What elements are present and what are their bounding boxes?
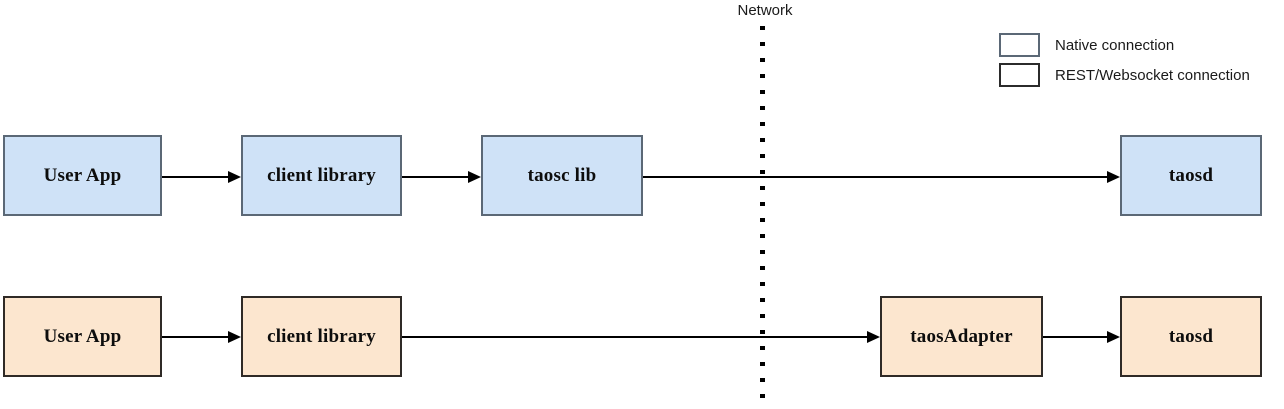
native-swatch [999,33,1040,57]
connector-client-library-to-taosadapter [402,336,867,338]
node-user-app-rest: User App [3,296,162,377]
arrowhead-client-library-native [228,171,241,183]
arrowhead-taosd-native [1107,171,1120,183]
connector-user-app-to-client-library-rest [162,336,228,338]
node-client-library-native: client library [241,135,402,216]
node-taosc-lib: taosc lib [481,135,643,216]
arrowhead-client-library-rest [228,331,241,343]
arrowhead-taosd-rest [1107,331,1120,343]
node-client-library-rest: client library [241,296,402,377]
node-taosd-native: taosd [1120,135,1262,216]
legend-item-rest: REST/Websocket connection [999,63,1250,87]
node-taosd-rest: taosd [1120,296,1262,377]
network-label: Network [737,2,793,19]
node-user-app-native: User App [3,135,162,216]
arrowhead-taosc-lib [468,171,481,183]
legend-label-rest: REST/Websocket connection [1055,66,1250,84]
node-taosadapter: taosAdapter [880,296,1043,377]
legend-label-native: Native connection [1055,36,1175,54]
connector-user-app-to-client-library-native [162,176,228,178]
connector-taosadapter-to-taosd [1043,336,1107,338]
connector-taosc-lib-to-taosd [643,176,1107,178]
network-divider-dotted-line [760,26,765,409]
legend-item-native: Native connection [999,33,1174,57]
rest-swatch [999,63,1040,87]
connector-client-library-to-taosc-lib [402,176,468,178]
arrowhead-taosadapter [867,331,880,343]
